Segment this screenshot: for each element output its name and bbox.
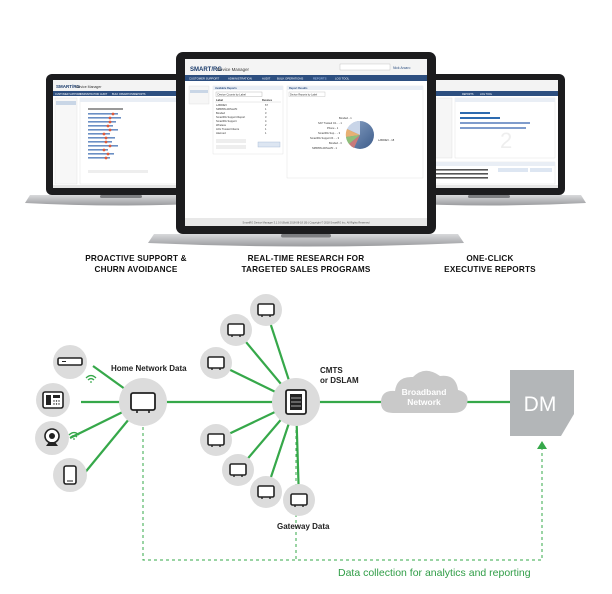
svg-text:SAT Trusted Cli... - 1: SAT Trusted Cli... - 1 [318, 121, 342, 125]
center-app-title: Device Manager [217, 67, 250, 72]
laptop-left: SMART/RG Device Manager CUSTOMER SUPPORT… [25, 74, 218, 206]
table-row: SmartRG Support [216, 119, 237, 123]
caption-left: PROACTIVE SUPPORT & CHURN AVOIDANCE [85, 254, 187, 274]
svg-text:CUSTOMER SUPPORT: CUSTOMER SUPPORT [55, 93, 81, 96]
svg-text:Phone - 1: Phone - 1 [327, 126, 339, 130]
svg-text:Device Counts by Label: Device Counts by Label [218, 93, 247, 97]
wifi-icon [68, 431, 80, 440]
report-panel-title: Available Reports [215, 86, 237, 90]
table-row: SR505N ADSL2/N [216, 107, 237, 111]
table-row: SmartRG Support Report [216, 115, 245, 119]
wifi-icon [85, 374, 97, 383]
svg-text:1: 1 [265, 131, 267, 135]
table-row: Alarmed [216, 131, 226, 135]
gateway-node [220, 314, 252, 346]
svg-text:ADMINISTRATION: ADMINISTRATION [79, 93, 100, 96]
report-select[interactable] [215, 91, 263, 97]
svg-text:1: 1 [265, 107, 267, 111]
center-nav[interactable]: CUSTOMER SUPPORT ADMINISTRATION AUDIT BU… [189, 77, 350, 81]
laptop-right: REPORTS LOG TOOL 2 [393, 74, 586, 206]
dm-node: DM [510, 370, 574, 436]
gateway-node [250, 476, 282, 508]
caption-center: REAL-TIME RESEARCH FOR TARGETED SALES PR… [241, 254, 371, 274]
svg-text:SmartRG Sup... - 3: SmartRG Sup... - 3 [318, 131, 341, 135]
dashed-return-path [142, 427, 547, 561]
caption-right: ONE-CLICK EXECUTIVE REPORTS [444, 254, 536, 274]
gateway-node [200, 424, 232, 456]
table-header-devices: Devices [262, 98, 273, 102]
gateway-data-label: Gateway Data [277, 522, 330, 531]
gateway-node [222, 454, 254, 486]
broadband-cloud: Broadband Network [380, 370, 468, 413]
chart-tab[interactable] [288, 91, 326, 97]
center-user-menu: Nick Arcaro [393, 66, 410, 70]
nav-audit: AUDIT [262, 77, 271, 81]
cmts-node [272, 378, 320, 426]
nav-bulk-operations: BULK OPERATIONS [277, 77, 303, 81]
svg-text:4: 4 [265, 119, 267, 123]
svg-text:REPORTS: REPORTS [134, 93, 146, 96]
chart-panel-title: Report Results [289, 86, 308, 90]
svg-text:Device Reports by Label: Device Reports by Label [290, 94, 318, 97]
home-gateway [119, 378, 167, 426]
nav-customer-support: CUSTOMER SUPPORT [189, 77, 219, 81]
center-search-box[interactable] [339, 63, 391, 71]
right-nav-reports: REPORTS [462, 93, 474, 96]
svg-text:LAB/DEV - 18: LAB/DEV - 18 [378, 138, 395, 142]
table-row: AOL Trusted Clients [216, 127, 240, 131]
pie-labels: Bonded - 1 SAT Trusted Cli... - 1 Phone … [310, 116, 395, 150]
table-row: Wireless [216, 123, 227, 127]
svg-text:2: 2 [265, 123, 267, 127]
gateway-nodes [200, 294, 315, 516]
table-header-label: Label [216, 98, 223, 102]
table-row: LAB/DEV [216, 103, 227, 107]
gateway-node [250, 294, 282, 326]
dm-label: DM [524, 393, 557, 416]
gateway-node [200, 347, 232, 379]
home-devices [35, 345, 97, 492]
svg-text:AUDIT: AUDIT [100, 93, 108, 96]
cloud-label-line2: Network [407, 397, 441, 407]
report-table: LAB/DEV 67 SR505N ADSL2/N 1 Bonded 3 Sma… [216, 103, 268, 135]
phone-device [36, 383, 70, 417]
svg-text:67: 67 [265, 103, 268, 107]
left-app-title: Device Manager [76, 85, 102, 89]
svg-text:SmartRG Support R... - 3: SmartRG Support R... - 3 [310, 136, 340, 140]
center-brand: SMART/RG [190, 67, 222, 73]
home-network-label: Home Network Data [111, 364, 187, 373]
left-nav: CUSTOMER SUPPORT ADMINISTRATION AUDIT BU… [55, 93, 146, 96]
mobile-device [53, 458, 87, 492]
nav-administration: ADMINISTRATION [228, 77, 252, 81]
webcam-device [35, 421, 80, 455]
router-device [53, 345, 97, 383]
nav-reports: REPORTS [313, 77, 327, 81]
svg-text:SR505N ADSL2/N - 1: SR505N ADSL2/N - 1 [312, 146, 337, 150]
svg-text:BULK OPERATIONS: BULK OPERATIONS [112, 93, 135, 96]
right-watermark: 2 [500, 128, 512, 153]
cloud-label-line1: Broadband [402, 387, 447, 397]
svg-text:1: 1 [265, 127, 267, 131]
svg-text:Bonded - 3: Bonded - 3 [329, 141, 342, 145]
center-status-bar: SmartRG Device Manager 3.1.0.0 (Build 20… [243, 221, 371, 225]
svg-text:3: 3 [265, 111, 267, 115]
cmts-label: CMTS or DSLAM [320, 366, 359, 385]
laptop-center: SMART/RG Device Manager Nick Arcaro CUST… [148, 52, 464, 247]
right-nav-logtool: LOG TOOL [480, 93, 493, 96]
svg-text:3: 3 [265, 115, 267, 119]
table-row: Bonded [216, 111, 226, 115]
pie-chart [345, 120, 374, 149]
svg-text:Bonded - 1: Bonded - 1 [339, 116, 352, 120]
nav-log-tool: LOG TOOL [335, 77, 350, 81]
left-brand: SMART/RG [56, 84, 80, 89]
footer-note: Data collection for analytics and report… [338, 567, 531, 579]
update-button[interactable] [257, 141, 281, 148]
gateway-node [283, 484, 315, 516]
